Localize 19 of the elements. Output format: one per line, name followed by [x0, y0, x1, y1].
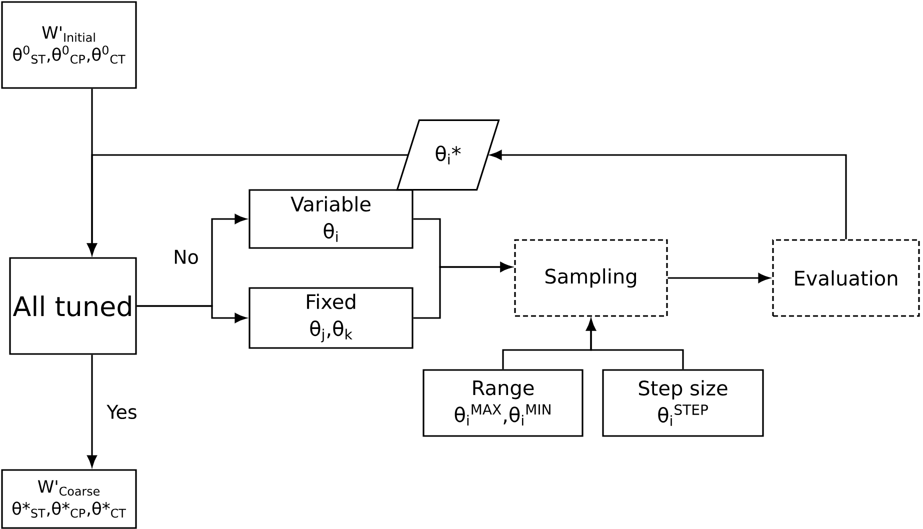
process-box: Fixed θ$_{j}$,θ$_{k}$ — [248, 287, 414, 349]
process-box: Variable θ$_{i}$ — [248, 189, 414, 249]
edge-label: Yes — [106, 404, 138, 420]
process-box: All tuned — [9, 257, 137, 355]
arrow — [87, 154, 408, 255]
process-box: W'$_{Coarse}$ θ*$_{ST}$,θ*$_{CP}$,θ*$_{CT}$ — [1, 469, 137, 529]
dashed-process-box: Sampling — [514, 239, 668, 317]
arrow — [87, 354, 97, 467]
arrow — [136, 305, 246, 323]
dashed-process-box: Evaluation — [772, 239, 920, 317]
arrow — [586, 319, 684, 370]
arrow — [668, 273, 770, 283]
data-parallelogram: θ$_{i}$* — [396, 119, 500, 191]
process-box: Range θ$_{i}$$^{MAX}$,θ$_{i}$MIN — [422, 369, 584, 437]
arrow — [490, 150, 847, 240]
edge-label: No — [172, 248, 200, 266]
arrow — [413, 262, 512, 319]
process-box: W'$_{Initial}$ θ$^{0}$$_{ST}$,θ$^{0}$$_{CP}$,θ$^{0}$CT — [1, 1, 137, 89]
process-box: Step size θ$_{i}$STEP — [602, 369, 764, 437]
